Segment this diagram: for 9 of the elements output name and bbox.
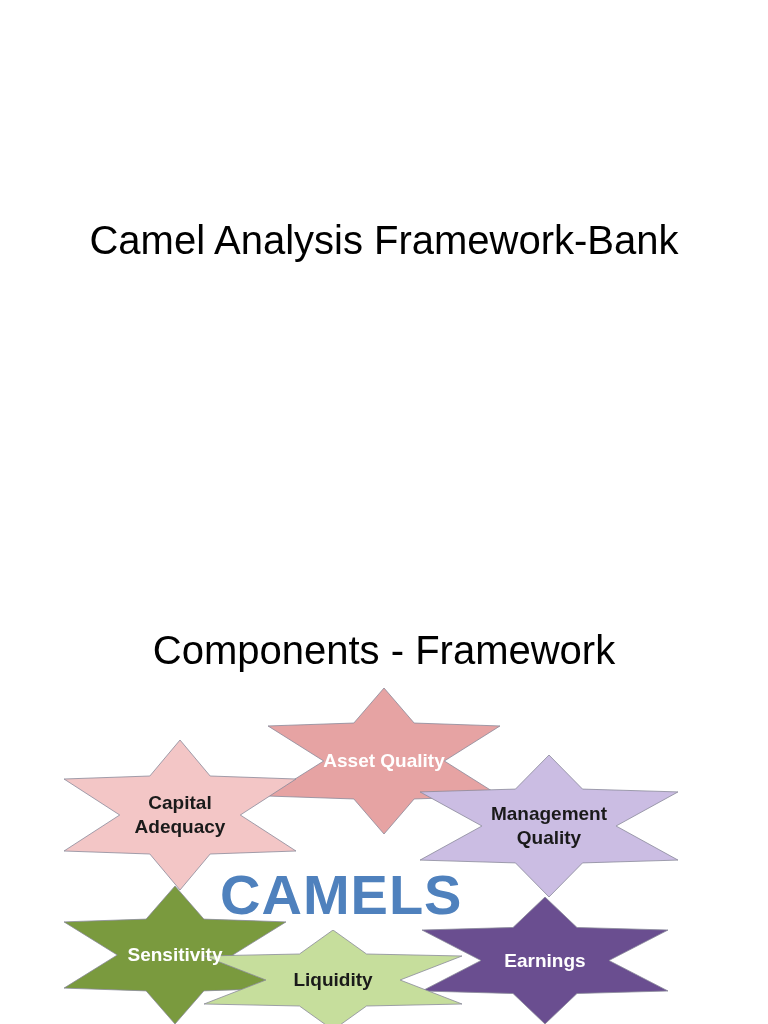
slide-heading: Components - Framework [151, 628, 617, 673]
star-label: Capital Adequacy [133, 791, 227, 839]
star-label: Liquidity [293, 968, 373, 992]
slide-title: Camel Analysis Framework-Bank [88, 218, 680, 263]
star-label: Sensitivity [127, 943, 223, 967]
star-label: Earnings [504, 948, 586, 973]
star-label: Asset Quality [323, 749, 445, 773]
star-label: Management Quality [489, 802, 609, 850]
center-heading: CAMELS [220, 862, 463, 927]
